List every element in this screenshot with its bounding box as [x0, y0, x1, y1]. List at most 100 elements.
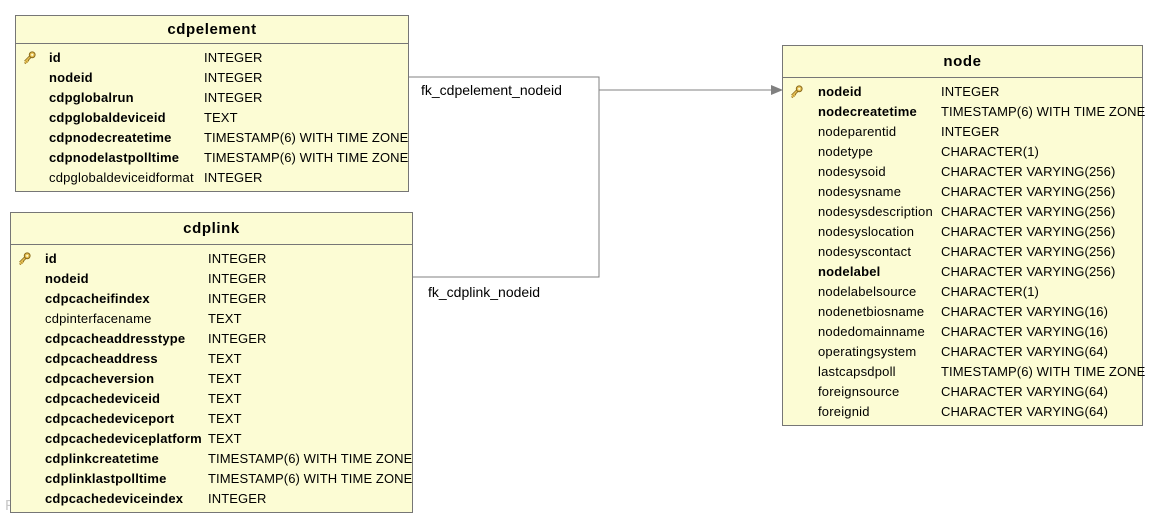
column-type: INTEGER	[208, 491, 267, 506]
table-row: id INTEGER	[16, 48, 408, 68]
relationship-label-cdplink-nodeid: fk_cdplink_nodeid	[428, 284, 541, 300]
table-row: cdpinterfacename TEXT	[11, 309, 412, 329]
column-name: nodeid	[49, 70, 93, 85]
column-name: cdpglobaldeviceidformat	[49, 170, 194, 185]
column-name: cdpglobaldeviceid	[49, 110, 166, 125]
table-row: cdpcacheaddress TEXT	[11, 349, 412, 369]
table-row: nodelabel CHARACTER VARYING(256)	[783, 262, 1142, 282]
column-name: nodenetbiosname	[818, 304, 925, 319]
column-name: cdpinterfacename	[45, 311, 152, 326]
column-name: foreignid	[818, 404, 870, 419]
column-type: TIMESTAMP(6) WITH TIME ZONE	[941, 364, 1146, 379]
column-type: INTEGER	[204, 170, 263, 185]
arrowhead-icon	[771, 85, 783, 95]
column-type: CHARACTER VARYING(256)	[941, 164, 1116, 179]
table-title: node	[783, 46, 1142, 78]
column-type: CHARACTER VARYING(64)	[941, 404, 1109, 419]
table-row: nodeid INTEGER	[11, 269, 412, 289]
column-name: cdpcacheversion	[45, 371, 155, 386]
column-name: nodesyslocation	[818, 224, 915, 239]
column-name: nodecreatetime	[818, 104, 917, 119]
column-type: TEXT	[208, 371, 242, 386]
table-row: cdpglobaldeviceid TEXT	[16, 108, 408, 128]
column-type: CHARACTER VARYING(256)	[941, 204, 1116, 219]
column-name: nodesyscontact	[818, 244, 912, 259]
column-type: TIMESTAMP(6) WITH TIME ZONE	[204, 130, 409, 145]
column-name: nodesysoid	[818, 164, 886, 179]
edge-fk-cdpelement-nodeid	[409, 76, 773, 91]
table-row: lastcapsdpoll TIMESTAMP(6) WITH TIME ZON…	[783, 362, 1146, 382]
table-row: nodecreatetime TIMESTAMP(6) WITH TIME ZO…	[783, 102, 1145, 122]
column-name: nodeid	[45, 271, 89, 286]
column-name: cdpcacheifindex	[45, 291, 150, 306]
table-row: cdpnodecreatetime TIMESTAMP(6) WITH TIME…	[16, 128, 408, 148]
column-type: CHARACTER VARYING(64)	[941, 384, 1109, 399]
table-title: cdpelement	[16, 16, 408, 44]
column-type: CHARACTER VARYING(16)	[941, 324, 1109, 339]
table-row: cdpcachedeviceplatform TEXT	[11, 429, 412, 449]
column-name: nodelabelsource	[818, 284, 917, 299]
column-list: nodeid INTEGER nodecreatetime TIMESTAMP(…	[783, 78, 1146, 425]
column-type: CHARACTER VARYING(256)	[941, 264, 1116, 279]
table-row: id INTEGER	[11, 249, 412, 269]
entity-table-node: node nodeid INTEGER	[782, 45, 1146, 426]
table-row: cdpnodelastpolltime TIMESTAMP(6) WITH TI…	[16, 148, 408, 168]
table-row: foreignid CHARACTER VARYING(64)	[783, 402, 1142, 422]
column-name: foreignsource	[818, 384, 900, 399]
column-type: TEXT	[208, 411, 242, 426]
column-type: TIMESTAMP(6) WITH TIME ZONE	[208, 471, 413, 486]
column-type: INTEGER	[941, 84, 1000, 99]
primary-key-icon	[22, 50, 37, 65]
table-row: cdplinklastpolltime TIMESTAMP(6) WITH TI…	[11, 469, 412, 489]
column-type: INTEGER	[208, 271, 267, 286]
primary-key-icon	[789, 84, 804, 99]
column-name: nodesysdescription	[818, 204, 933, 219]
column-type: INTEGER	[204, 90, 263, 105]
entity-table-cdplink: cdplink id INTEGER	[10, 212, 413, 513]
column-name: cdpcacheaddress	[45, 351, 158, 366]
edge-fk-cdplink-nodeid	[413, 90, 600, 278]
table-row: nodesysoid CHARACTER VARYING(256)	[783, 162, 1142, 182]
table-row: cdpcachedeviceid TEXT	[11, 389, 412, 409]
column-type: CHARACTER VARYING(256)	[941, 244, 1116, 259]
column-name: cdpcacheaddresstype	[45, 331, 186, 346]
column-name: id	[45, 251, 57, 266]
column-type: CHARACTER(1)	[941, 144, 1039, 159]
table-row: operatingsystem CHARACTER VARYING(64)	[783, 342, 1142, 362]
column-name: cdpnodecreatetime	[49, 130, 172, 145]
table-row: cdpcacheversion TEXT	[11, 369, 412, 389]
column-list: id INTEGER nodeid INTEGER	[11, 245, 412, 512]
column-name: nodetype	[818, 144, 874, 159]
column-type: INTEGER	[204, 50, 263, 65]
table-row: foreignsource CHARACTER VARYING(64)	[783, 382, 1142, 402]
column-type: CHARACTER VARYING(64)	[941, 344, 1109, 359]
column-type: INTEGER	[208, 251, 267, 266]
column-type: TEXT	[204, 110, 238, 125]
column-name: nodelabel	[818, 264, 881, 279]
column-type: INTEGER	[204, 70, 263, 85]
column-type: TEXT	[208, 431, 242, 446]
column-name: nodedomainname	[818, 324, 925, 339]
column-type: TEXT	[208, 311, 242, 326]
column-type: INTEGER	[941, 124, 1000, 139]
table-row: cdplinkcreatetime TIMESTAMP(6) WITH TIME…	[11, 449, 412, 469]
column-type: TEXT	[208, 351, 242, 366]
table-row: cdpglobalrun INTEGER	[16, 88, 408, 108]
column-type: CHARACTER VARYING(16)	[941, 304, 1109, 319]
column-name: nodeid	[818, 84, 862, 99]
table-row: nodesyscontact CHARACTER VARYING(256)	[783, 242, 1142, 262]
column-type: CHARACTER(1)	[941, 284, 1039, 299]
table-row: cdpcacheaddresstype INTEGER	[11, 329, 412, 349]
table-row: cdpglobaldeviceidformat INTEGER	[16, 168, 408, 188]
column-type: TIMESTAMP(6) WITH TIME ZONE	[208, 451, 413, 466]
column-name: id	[49, 50, 61, 65]
column-name: cdpglobalrun	[49, 90, 134, 105]
column-name: cdplinklastpolltime	[45, 471, 167, 486]
column-type: INTEGER	[208, 291, 267, 306]
table-row: nodeparentid INTEGER	[783, 122, 1142, 142]
table-row: nodesysdescription CHARACTER VARYING(256…	[783, 202, 1142, 222]
column-name: lastcapsdpoll	[818, 364, 896, 379]
table-row: cdpcacheifindex INTEGER	[11, 289, 412, 309]
table-row: nodeid INTEGER	[16, 68, 408, 88]
